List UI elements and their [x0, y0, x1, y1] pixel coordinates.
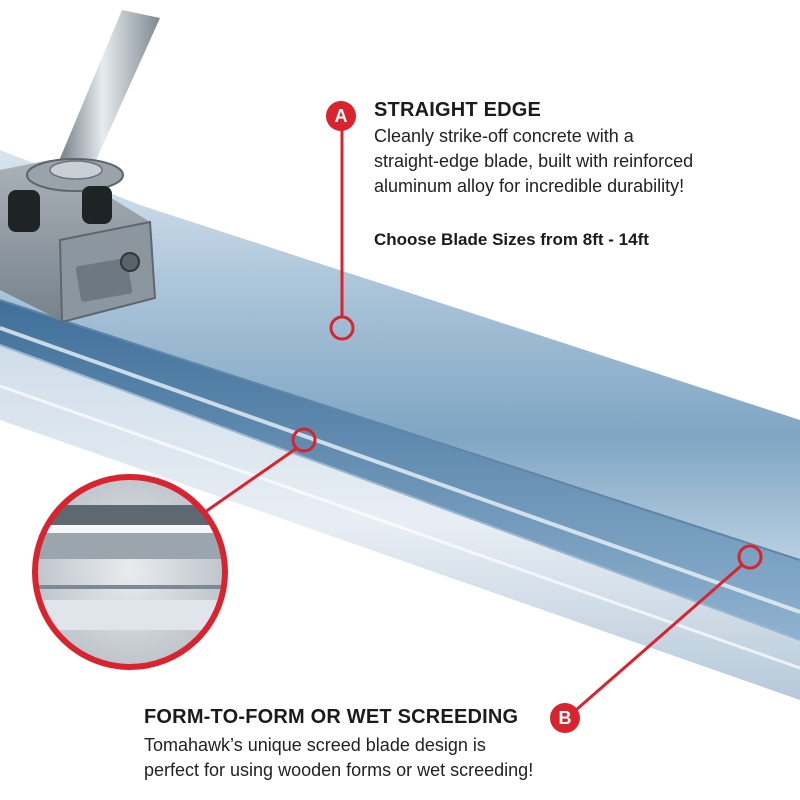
callout-point-a — [329, 315, 355, 341]
blade-edge-line — [0, 344, 800, 641]
zoom-inset-ring — [32, 474, 228, 670]
rubber-bushing — [82, 186, 112, 224]
blade-edge-line — [0, 299, 800, 561]
callout-b-description: Tomahawk’s unique screed blade design is… — [144, 733, 644, 783]
pole-collar — [49, 160, 103, 180]
zoom-inset — [35, 477, 225, 667]
callout-b-title: FORM-TO-FORM OR WET SCREEDING — [144, 706, 519, 728]
blade-highlight — [0, 326, 800, 614]
callout-b-line: Tomahawk’s unique screed blade design is — [144, 735, 486, 755]
blade-highlight — [0, 384, 800, 670]
mount-slot — [75, 258, 133, 302]
blade-size-note: Choose Blade Sizes from 8ft - 14ft — [374, 230, 649, 249]
rubber-bushing — [8, 190, 40, 232]
callout-marker-b: B — [550, 703, 580, 733]
handle-pole — [56, 10, 160, 178]
leader-line-zoom — [204, 446, 298, 514]
blade-top-face — [0, 150, 800, 560]
leader-line-b — [575, 563, 743, 712]
callout-a-description: Cleanly strike-off concrete with a strai… — [374, 124, 794, 199]
callout-point-zoom — [291, 427, 317, 453]
callout-marker-a: A — [326, 101, 356, 131]
callout-a-line: aluminum alloy for incredible durability… — [374, 176, 685, 196]
blade-lower-face — [0, 345, 800, 700]
callout-point-b — [737, 544, 763, 570]
callout-a-line: straight-edge blade, built with reinforc… — [374, 151, 694, 171]
callout-a-title: STRAIGHT EDGE — [374, 99, 542, 121]
bolt-head — [120, 252, 140, 272]
callout-b-line: perfect for using wooden forms or wet sc… — [144, 760, 534, 780]
callout-a-line: Cleanly strike-off concrete with a — [374, 126, 634, 146]
